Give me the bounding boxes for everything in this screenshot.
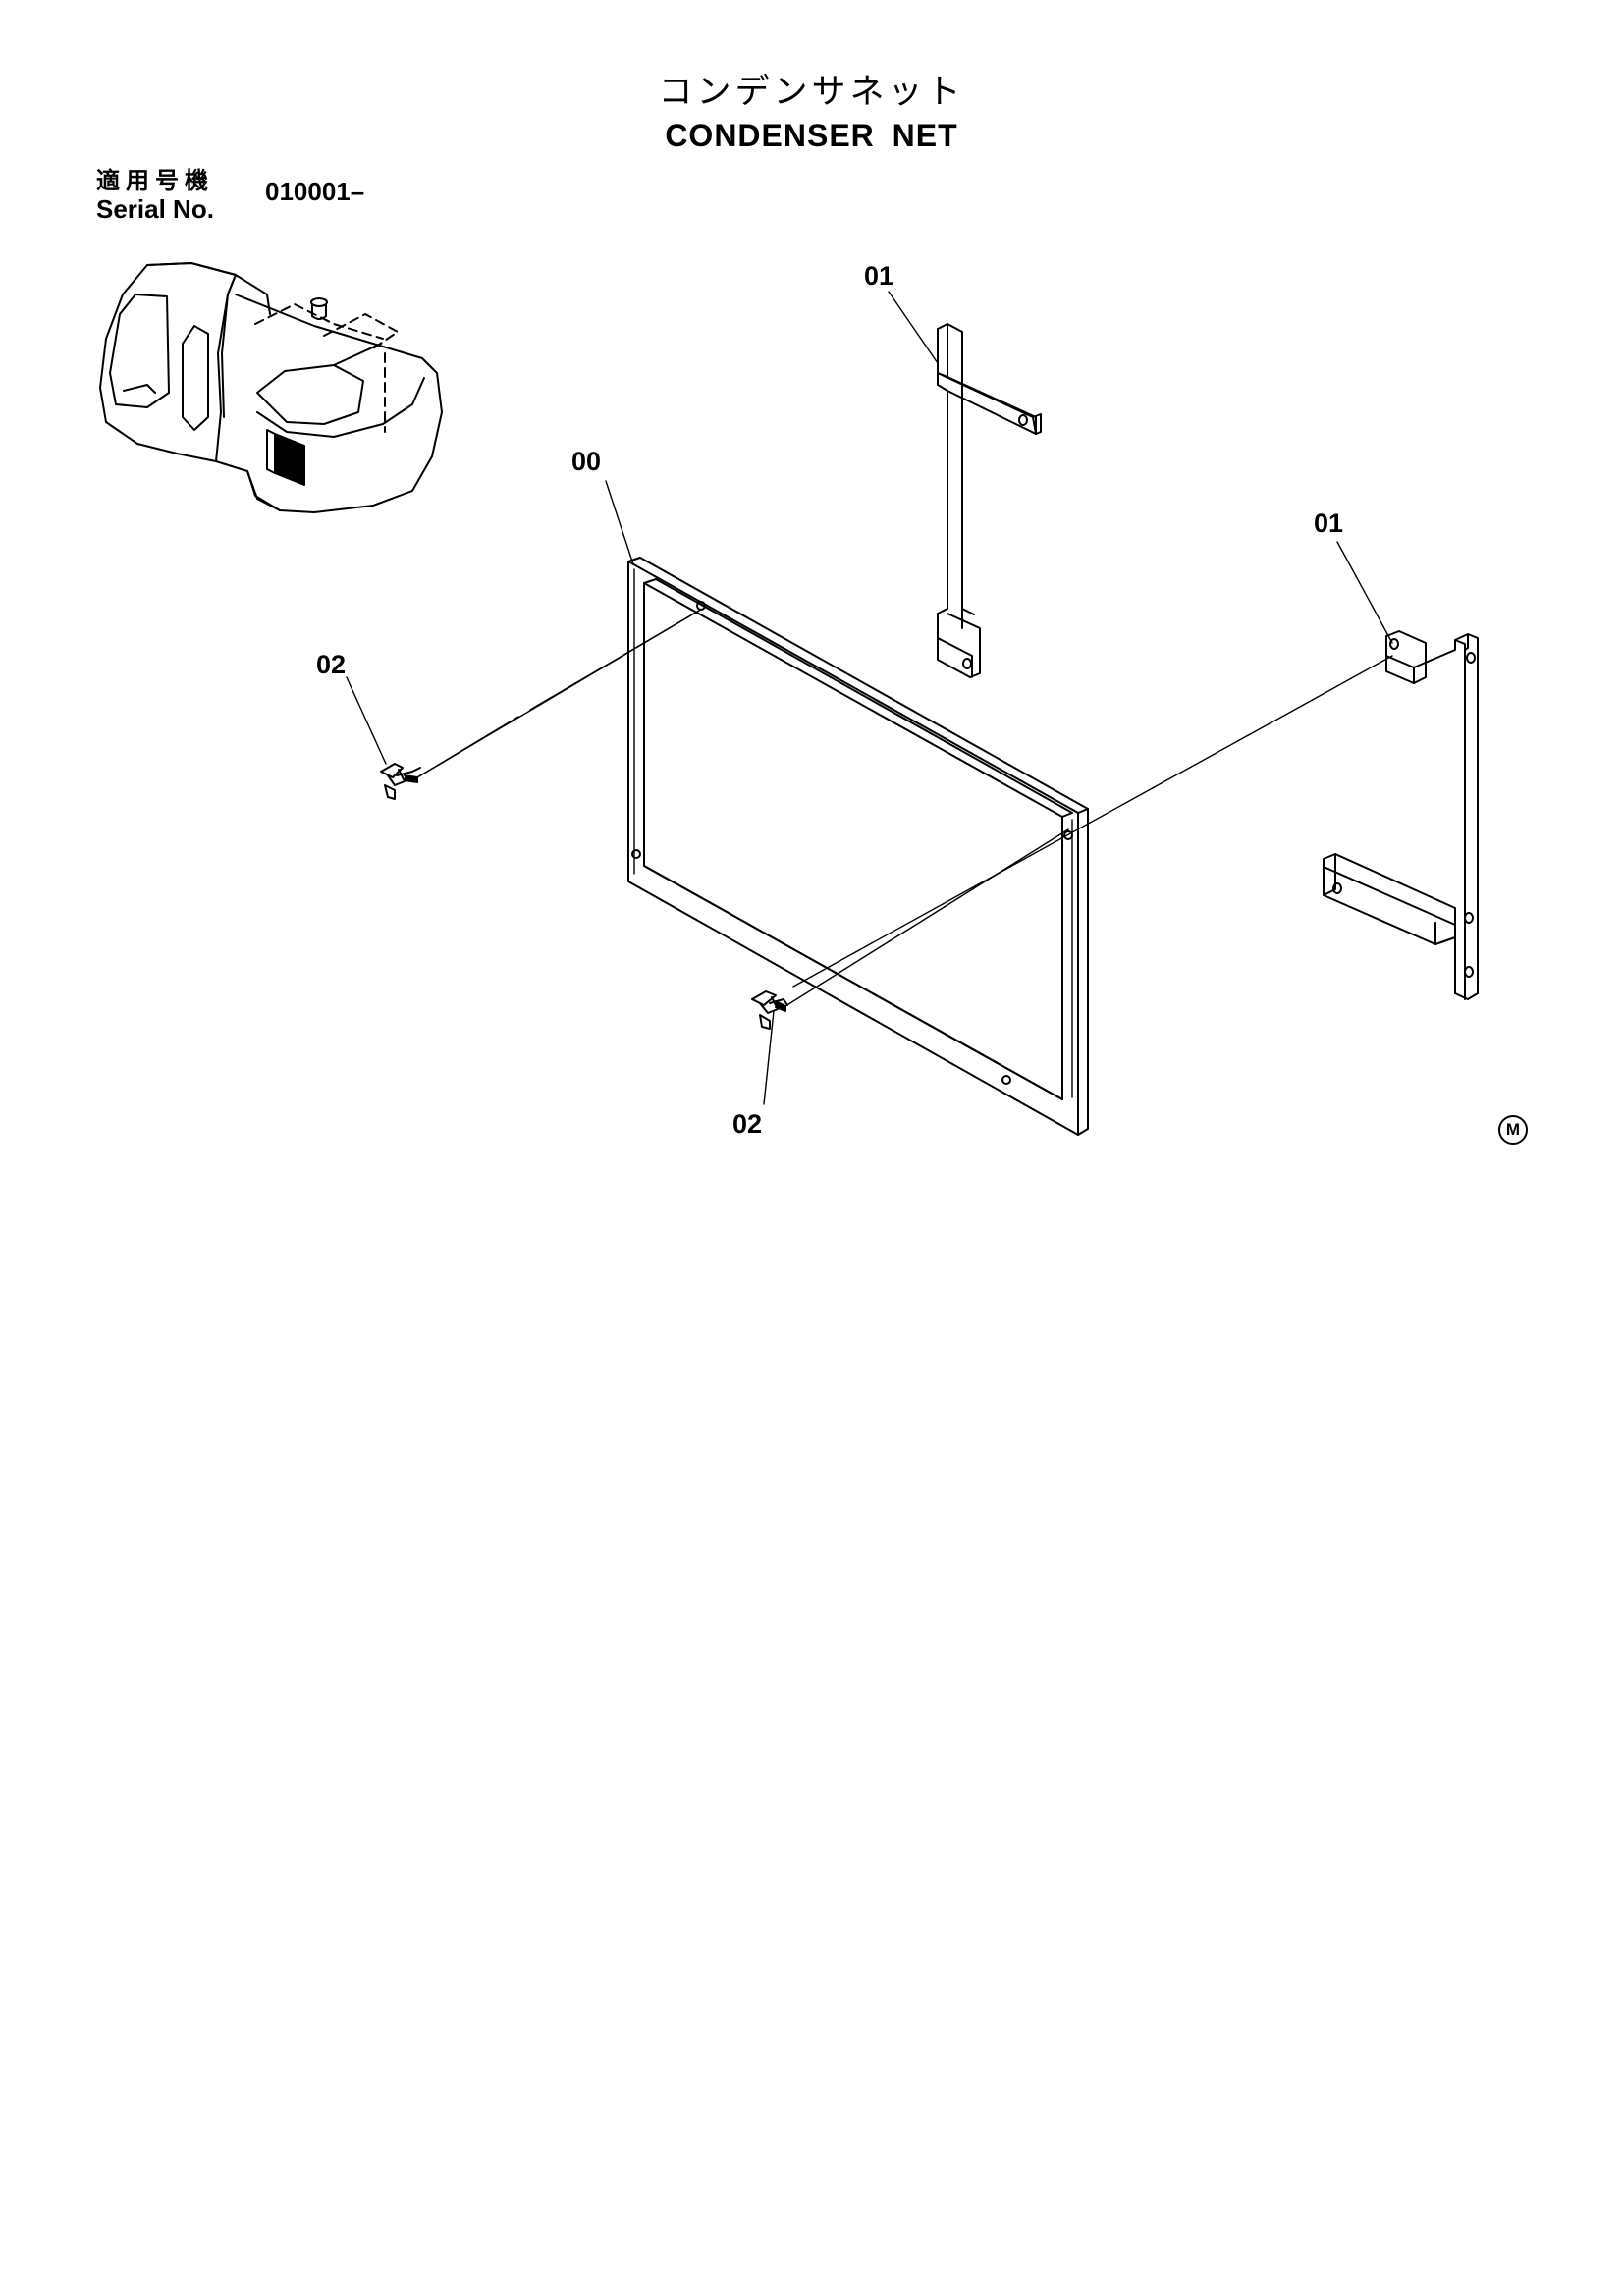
serial-label-japanese: 適用号機 bbox=[96, 167, 214, 194]
assembly-lines bbox=[346, 291, 1393, 1105]
callout-wing-bolt-bottom: 02 bbox=[732, 1109, 763, 1139]
wing-bolt-left bbox=[380, 763, 421, 800]
callout-wing-bolt-left: 02 bbox=[316, 650, 347, 679]
condenser-net-frame bbox=[627, 557, 1089, 1136]
callout-bracket-right: 01 bbox=[1314, 508, 1344, 538]
m-mark-symbol: M bbox=[1498, 1115, 1528, 1145]
bracket-top bbox=[937, 323, 1042, 678]
bracket-right bbox=[1323, 630, 1479, 1000]
page-title-japanese: コンデンサネット bbox=[658, 73, 965, 112]
machine-locator-illustration bbox=[99, 262, 443, 513]
serial-number-value: 010001– bbox=[265, 177, 365, 206]
serial-label: Serial No. bbox=[96, 194, 214, 224]
callout-bracket-top: 01 bbox=[864, 261, 894, 291]
page-title: CONDENSER NET bbox=[665, 118, 958, 153]
wing-bolt-bottom bbox=[751, 990, 788, 1030]
callout-condenser-net: 00 bbox=[571, 447, 602, 476]
